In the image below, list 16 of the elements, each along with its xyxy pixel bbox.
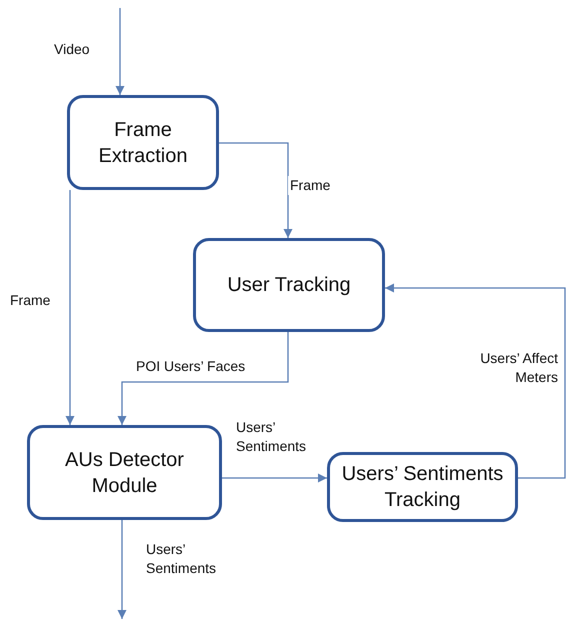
arrow <box>65 190 75 425</box>
arrow <box>219 142 293 238</box>
process-box <box>327 452 518 522</box>
process-box <box>67 95 219 190</box>
node-label: Frame Extraction <box>98 118 188 168</box>
arrow <box>115 8 125 95</box>
arrow <box>385 283 566 479</box>
edge-label: Frame <box>288 176 332 195</box>
process-box <box>193 238 385 332</box>
process-box <box>27 425 222 520</box>
node-label: User Tracking <box>226 273 352 298</box>
arrow <box>222 473 327 483</box>
arrow <box>117 520 127 619</box>
node-label: Users’ Sentiments Tracking <box>340 462 504 513</box>
node-label: AUs Detector Module <box>64 448 185 498</box>
arrow <box>117 332 289 425</box>
